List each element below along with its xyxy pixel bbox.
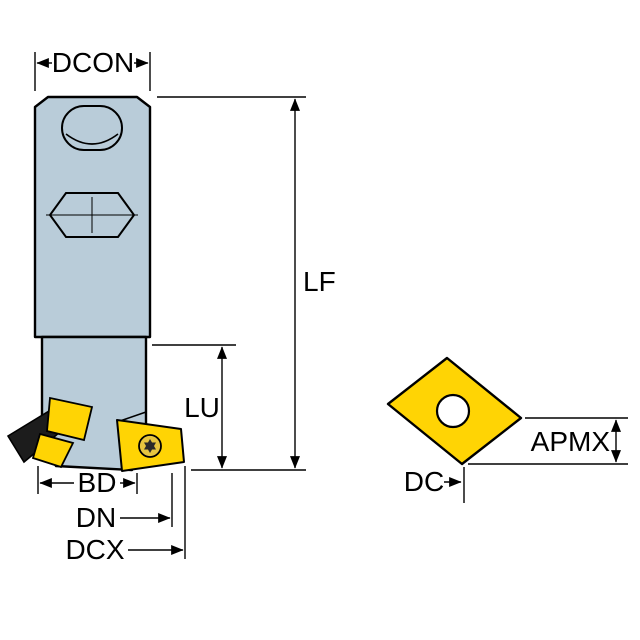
label-dc: DC: [404, 466, 444, 497]
label-apmx: APMX: [531, 426, 611, 457]
slot-depth-arc: [65, 133, 119, 145]
label-dcon: DCON: [52, 47, 134, 78]
label-bd: BD: [78, 467, 117, 498]
dimensions: [34, 52, 628, 559]
insert-detail: [386, 356, 523, 466]
label-lf: LF: [303, 266, 336, 297]
insert-hole: [435, 393, 471, 429]
label-lu: LU: [184, 392, 220, 423]
label-dcx: DCX: [65, 534, 124, 565]
insert-pocket-line: [119, 411, 147, 422]
left-insert-lower: [31, 432, 75, 469]
dimension-labels: DCON LF LU BD DN DCX DC APMX: [52, 47, 611, 565]
label-dn: DN: [76, 502, 116, 533]
torx-screw-icon: [144, 442, 156, 453]
shank-top-slot: [61, 105, 123, 151]
tool-body: [6, 95, 185, 472]
left-insert-upper: [46, 396, 94, 442]
